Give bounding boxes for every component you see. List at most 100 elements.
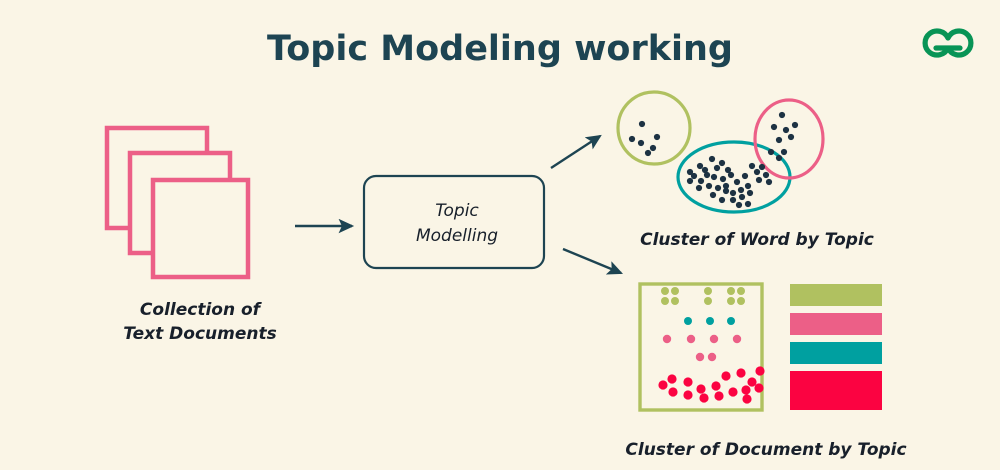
word-dot-teal (696, 162, 704, 170)
word-dot-teal (713, 164, 721, 172)
doc-dot-crimson (754, 383, 764, 393)
word-cluster-caption: Cluster of Word by Topic (640, 230, 874, 250)
word-dot-teal (733, 178, 741, 186)
doc-dot-crimson (699, 393, 709, 403)
word-dot-teal (748, 162, 756, 170)
word-dot-pink (767, 148, 775, 156)
doc-dot-teal (684, 317, 692, 325)
topic-legend (790, 284, 882, 410)
word-dot-teal (708, 155, 716, 163)
word-dot-teal (737, 186, 745, 194)
doc-dot-crimson (711, 381, 721, 391)
doc-dot-pink (709, 334, 719, 344)
doc-dot-crimson (736, 368, 746, 378)
document-cluster-panel (638, 282, 765, 412)
word-dot-teal (710, 173, 718, 181)
doc-dot-crimson (658, 380, 668, 390)
word-dot-pink (778, 111, 786, 119)
word-dot-pink (791, 121, 799, 129)
page-title: Topic Modeling working (267, 29, 733, 69)
word-dot-teal (719, 175, 727, 183)
doc-dot-pink (707, 352, 717, 362)
doc-dot-olive (727, 297, 735, 305)
word-dot-pink (770, 123, 778, 131)
word-dot-teal (705, 182, 713, 190)
word-dot-teal (735, 201, 743, 209)
word-dot-teal (722, 187, 730, 195)
doc-dot-olive (661, 287, 669, 295)
doc-dot-crimson (668, 387, 678, 397)
document-stack (104, 125, 251, 280)
doc-dot-crimson (696, 384, 706, 394)
word-dot-teal (697, 177, 705, 185)
doc-dot-olive (671, 287, 679, 295)
word-dot-teal (765, 178, 773, 186)
word-dot-teal (695, 184, 703, 192)
word-dot-teal (741, 172, 749, 180)
doc-dot-crimson (683, 377, 693, 387)
word-dot-pink (775, 136, 783, 144)
word-dot-teal (714, 184, 722, 192)
word-dot-teal (686, 168, 694, 176)
doc-dot-crimson (741, 385, 751, 395)
word-cluster-venn (616, 90, 825, 214)
word-dot-teal (746, 189, 754, 197)
topic-modelling-label-line2: Modelling (416, 226, 498, 246)
word-dot-teal (738, 193, 746, 201)
document-cluster-caption: Cluster of Document by Topic (625, 440, 906, 460)
legend-bar-pink (790, 313, 882, 335)
word-dot-green (653, 133, 661, 141)
word-dot-green (628, 135, 636, 143)
doc-dot-crimson (721, 371, 731, 381)
doc-dot-olive (727, 287, 735, 295)
word-dot-teal (686, 177, 694, 185)
documents-caption-line1: Collection of (140, 300, 263, 320)
word-dot-teal (718, 159, 726, 167)
word-dot-pink (782, 126, 790, 134)
word-dot-pink (775, 154, 783, 162)
doc-dot-crimson (714, 391, 724, 401)
word-dot-teal (727, 171, 735, 179)
arrow-model-to-document-cluster (562, 247, 623, 275)
document-sheet-3 (150, 177, 251, 280)
doc-dot-teal (706, 317, 714, 325)
doc-dot-pink (695, 352, 705, 362)
topic-modelling-node[interactable] (362, 174, 546, 270)
doc-dot-crimson (742, 394, 752, 404)
doc-dot-crimson (683, 390, 693, 400)
doc-dot-crimson (728, 387, 738, 397)
legend-bar-olive (790, 284, 882, 306)
doc-dot-olive (704, 287, 712, 295)
topic-modelling-label-line1: Topic (435, 201, 479, 221)
doc-dot-pink (662, 334, 672, 344)
word-dot-teal (703, 171, 711, 179)
geeksforgeeks-logo (922, 28, 974, 58)
documents-caption-line2: Text Documents (123, 324, 277, 344)
doc-dot-olive (704, 297, 712, 305)
word-dot-teal (722, 182, 730, 190)
word-dot-teal (701, 166, 709, 174)
doc-dot-pink (732, 334, 742, 344)
topic-modelling-box[interactable] (362, 174, 546, 270)
pink-topic-circle (753, 98, 825, 180)
word-dot-teal (718, 196, 726, 204)
legend-bar-teal (790, 342, 882, 364)
word-dot-teal (762, 171, 770, 179)
doc-dot-teal (727, 317, 735, 325)
doc-dot-crimson (747, 377, 757, 387)
word-dot-green (644, 149, 652, 157)
flow-arrows (295, 134, 623, 275)
word-dot-green (638, 120, 646, 128)
legend-bar-crimson (790, 371, 882, 410)
word-dot-teal (709, 191, 717, 199)
doc-dot-olive (671, 297, 679, 305)
word-dot-green (637, 139, 645, 147)
arrow-model-to-word-cluster (550, 134, 602, 170)
word-dot-teal (744, 182, 752, 190)
word-dot-teal (724, 166, 732, 174)
word-dot-pink (780, 148, 788, 156)
word-dot-teal (758, 163, 766, 171)
word-dot-teal (729, 196, 737, 204)
